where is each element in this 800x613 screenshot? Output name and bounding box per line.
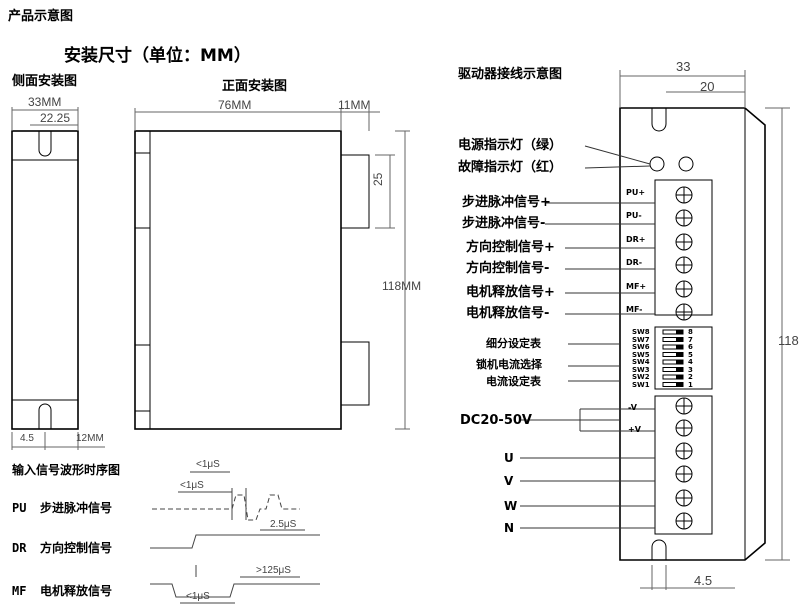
timing-signal-code: PU xyxy=(12,501,27,515)
switch-label: 电流设定表 xyxy=(486,375,541,388)
switch-label: 锁机电流选择 xyxy=(476,358,542,371)
switch-name: SW7 xyxy=(632,335,650,344)
switch-name: SW2 xyxy=(632,373,650,381)
led-fault-label: 故障指示灯（红） xyxy=(458,160,563,175)
timing-signal-code: MF xyxy=(12,584,27,598)
pin-label: PU+ xyxy=(626,188,646,197)
pin-label: DR+ xyxy=(626,235,646,244)
switch-name: SW5 xyxy=(632,350,650,359)
side-hole-dim: 22.25 xyxy=(40,111,71,125)
timing-waveforms xyxy=(150,471,320,604)
driver-outline xyxy=(619,70,790,590)
pin-label: PU- xyxy=(626,211,642,220)
side-view-title: 侧面安装图 xyxy=(12,74,78,89)
page-caption: 产品示意图 xyxy=(8,9,74,24)
switch-number: 7 xyxy=(688,335,693,344)
wiring-width-dim: 33 xyxy=(676,59,691,74)
front-block-dim: 25 xyxy=(371,172,385,186)
led-power-label: 电源指示灯（绿） xyxy=(458,138,563,153)
timing-t5: <1μS xyxy=(186,591,210,602)
side-bottom-right-dim: 12MM xyxy=(76,433,104,444)
switch-number: 2 xyxy=(688,373,693,381)
switch-name: SW4 xyxy=(632,358,650,366)
switch-label: 细分设定表 xyxy=(486,337,541,350)
switch-name: SW1 xyxy=(632,380,650,389)
dip-switch-knob xyxy=(676,345,683,349)
signal-label: 步进脉冲信号+ xyxy=(462,195,551,210)
front-height-dim: 118MM xyxy=(382,279,422,293)
front-view-drawing xyxy=(134,108,410,430)
pin-label: MF- xyxy=(626,305,643,314)
dip-switch-knob xyxy=(676,360,683,364)
wiring-bottom-dim: 4.5 xyxy=(694,573,713,588)
signal-label: 电机释放信号+ xyxy=(466,285,555,300)
timing-signal-name: 步进脉冲信号 xyxy=(40,501,113,515)
timing-title: 输入信号波形时序图 xyxy=(12,463,121,477)
dip-switch-knob xyxy=(676,330,683,334)
switch-number: 4 xyxy=(688,358,693,366)
front-width-dim: 76MM xyxy=(218,98,252,112)
signal-label: 方向控制信号- xyxy=(466,261,550,276)
side-bottom-left-dim: 4.5 xyxy=(20,433,34,444)
signal-label: 电机释放信号- xyxy=(466,306,550,321)
side-width-dim: 33MM xyxy=(28,95,62,109)
timing-signal-name: 方向控制信号 xyxy=(40,541,113,555)
dip-switch-knob xyxy=(676,382,683,387)
switch-number: 3 xyxy=(688,365,693,374)
switch-name: SW6 xyxy=(632,343,650,351)
switch-number: 1 xyxy=(688,380,693,389)
timing-signal-code: DR xyxy=(12,541,27,555)
switch-number: 5 xyxy=(688,350,693,359)
wiring-title: 驱动器接线示意图 xyxy=(458,67,563,82)
wiring-inner-dim: 20 xyxy=(700,79,715,94)
dip-switch-bars xyxy=(662,329,684,387)
front-depth-dim: 11MM xyxy=(338,98,371,112)
dip-switch-knob xyxy=(676,367,683,372)
pin-label: DR- xyxy=(626,258,643,267)
switch-name: SW3 xyxy=(632,365,650,374)
switch-name: SW8 xyxy=(632,328,650,336)
screw-terminals xyxy=(675,186,693,530)
timing-t1: <1μS xyxy=(196,459,220,470)
timing-t3: 2.5μS xyxy=(270,519,297,530)
dip-switch-knob xyxy=(676,337,683,342)
phase-label: U xyxy=(504,451,514,465)
leader-lines xyxy=(520,145,655,529)
dip-switch-knob xyxy=(676,375,683,379)
timing-signal-name: 电机释放信号 xyxy=(40,584,113,598)
signal-label: 步进脉冲信号- xyxy=(462,216,546,231)
timing-t4: >125μS xyxy=(256,565,291,576)
switch-number: 6 xyxy=(688,343,693,351)
power-label: DC20-50V xyxy=(460,413,532,428)
phase-label: N xyxy=(504,521,515,535)
power-pin-label: -V xyxy=(628,403,637,412)
front-view-title: 正面安装图 xyxy=(222,79,288,94)
wiring-height-dim: 118 xyxy=(778,333,799,348)
switch-number: 8 xyxy=(688,328,693,336)
power-pin-label: +V xyxy=(628,425,641,434)
side-view-drawing xyxy=(11,107,105,450)
pin-label: MF+ xyxy=(626,282,647,291)
signal-label: 方向控制信号+ xyxy=(466,240,555,255)
dims-title: 安装尺寸（单位：MM） xyxy=(64,46,251,66)
dip-switch-knob xyxy=(676,352,683,357)
timing-t2: <1μS xyxy=(180,480,204,491)
phase-label: W xyxy=(504,499,518,513)
phase-label: V xyxy=(504,474,514,488)
